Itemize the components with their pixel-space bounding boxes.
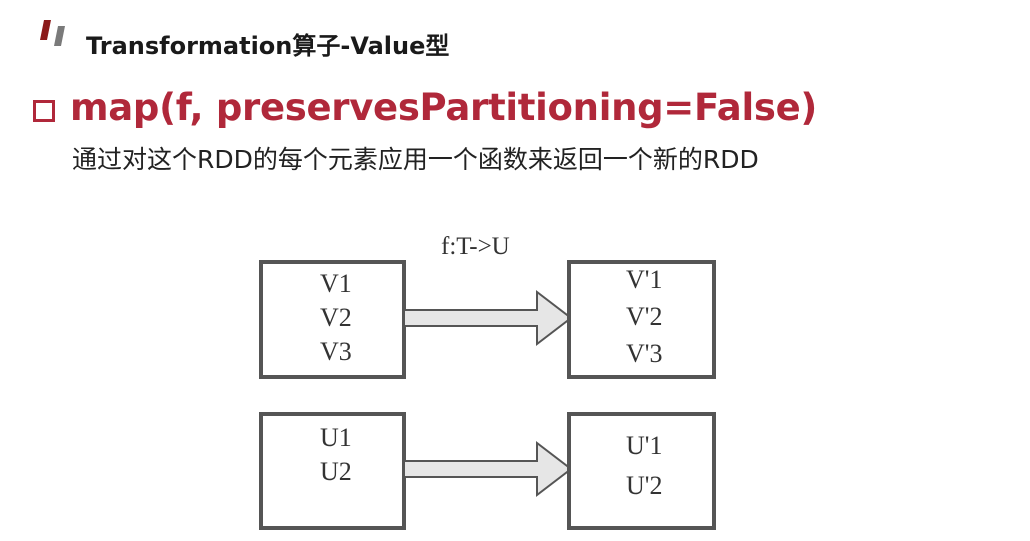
function-description: 通过对这个RDD的每个元素应用一个函数来返回一个新的RDD bbox=[72, 145, 759, 174]
output-box-1 bbox=[567, 260, 716, 379]
output-item: V'1 bbox=[626, 265, 662, 294]
bullet-square-icon bbox=[33, 100, 55, 122]
mapping-label: f:T->U bbox=[441, 233, 510, 260]
input-item: V1 bbox=[320, 269, 352, 298]
arrow-icon bbox=[403, 289, 573, 347]
input-item: V2 bbox=[320, 303, 352, 332]
output-item: V'3 bbox=[626, 339, 662, 368]
page-title: Transformation算子-Value型 bbox=[86, 32, 450, 60]
output-item: U'2 bbox=[626, 471, 662, 500]
output-item: V'2 bbox=[626, 302, 662, 331]
input-item: U1 bbox=[320, 423, 352, 452]
logo-icon bbox=[40, 20, 65, 46]
arrow-icon bbox=[403, 440, 573, 498]
output-box-2 bbox=[567, 412, 716, 530]
input-item: V3 bbox=[320, 337, 352, 366]
input-item: U2 bbox=[320, 457, 352, 486]
output-item: U'1 bbox=[626, 431, 662, 460]
function-signature: map(f, preservesPartitioning=False) bbox=[70, 86, 817, 129]
input-box-1 bbox=[259, 260, 406, 379]
